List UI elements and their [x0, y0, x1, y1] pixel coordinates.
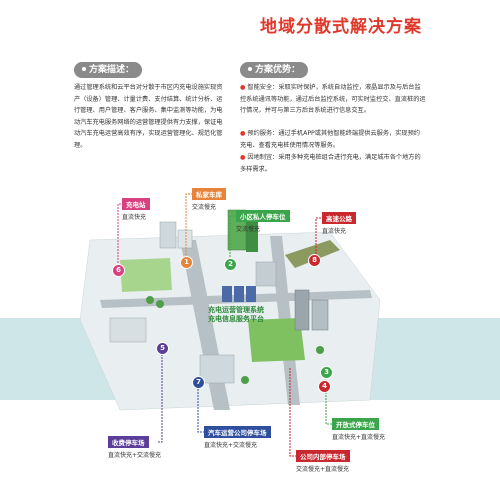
leader-line [289, 368, 296, 457]
marker-6[interactable]: 6 [112, 264, 125, 277]
building [199, 354, 235, 384]
callout-paid-parking: 收费停车场 直流快充+交流慢充 [108, 436, 161, 459]
advantage-text: 因地制宜：采用多种充电桩组合进行充电，满足城市各个地方的多样需求。 [240, 154, 421, 173]
callout-sub: 直流快充 [322, 228, 347, 235]
marker-2[interactable]: 2 [224, 258, 237, 271]
section-label-advantages: 方案优势： [240, 62, 309, 78]
callout-tag: 公司内部停车场 [296, 450, 350, 462]
marker-8[interactable]: 8 [308, 254, 321, 267]
marker-5[interactable]: 5 [156, 342, 169, 355]
callout-tag: 开放式停车位 [332, 418, 379, 430]
callout-sub: 直流快充+直流慢充 [332, 434, 386, 441]
marker-4[interactable]: 4 [318, 380, 331, 393]
bullet-dot-icon [248, 67, 252, 71]
callout-tag: 小区私人停车位 [236, 210, 290, 222]
advantage-item-1: ●智能安全：采取实时保护，系统自动监控，液晶显示及与后台监控系统通讯等功能，通过… [240, 82, 426, 117]
callout-fleet-parking: 汽车运营公司停车场 直流快充+交流慢充 [204, 426, 271, 449]
building [255, 261, 277, 287]
platform-label: 充电运营管理系统 充电信息服务平台 [196, 306, 276, 324]
tree [316, 346, 324, 354]
leader-line [158, 348, 163, 443]
grass-area [248, 318, 305, 362]
callout-tag: 充电站 [122, 198, 150, 210]
callout-sub: 直流快充 [122, 214, 147, 221]
advantage-item-3: ●因地制宜：采用多种充电桩组合进行充电，满足城市各个地方的多样需求。 [240, 152, 426, 175]
callout-tag: 汽车运营公司停车场 [204, 426, 271, 438]
callout-charging-station: 充电站 直流快充 [122, 198, 150, 221]
callout-sub: 交流慢充+直流慢充 [296, 466, 350, 473]
server-icon [222, 286, 232, 302]
callout-community-parking: 小区私人停车位 交流慢充 [236, 210, 290, 233]
marker-3[interactable]: 3 [320, 366, 333, 379]
bullet-icon: ● [240, 130, 246, 137]
callout-highway: 高速公路 直流快充 [322, 212, 356, 235]
server-icon [234, 286, 244, 302]
grass-area [120, 258, 172, 292]
platform-line-1: 充电运营管理系统 [208, 306, 264, 314]
callout-sub: 交流慢充 [192, 204, 217, 211]
callout-sub: 直流快充+交流慢充 [204, 442, 258, 449]
leader-line [197, 380, 204, 433]
advantage-text: 智能安全：采取实时保护，系统自动监控，液晶显示及与后台监控系统通讯等功能，通过后… [240, 84, 426, 114]
marker-7[interactable]: 7 [192, 376, 205, 389]
callout-open-parking: 开放式停车位 直流快充+直流慢充 [332, 418, 385, 441]
bullet-icon: ● [240, 154, 246, 161]
callout-company-parking: 公司内部停车场 交流慢充+直流慢充 [296, 450, 350, 473]
building [109, 317, 147, 343]
page-title: 地域分散式解决方案 [260, 17, 422, 37]
leader-line [185, 193, 192, 258]
callout-sub: 交流慢充 [236, 226, 261, 233]
server-icon [246, 286, 256, 302]
advantage-text: 预约服务：通过手机APP或其他智能终端提供云服务，实现预约充电、查看充电桩使用情… [240, 130, 420, 149]
platform-line-2: 充电信息服务平台 [208, 315, 264, 323]
marker-1[interactable]: 1 [180, 256, 193, 269]
bullet-dot-icon [82, 67, 86, 71]
building [159, 221, 177, 249]
building [294, 289, 310, 331]
leader-line [229, 215, 236, 260]
callout-tag: 高速公路 [322, 212, 356, 224]
section-label-description: 方案描述： [74, 62, 143, 78]
building [177, 229, 193, 249]
tree [156, 300, 164, 308]
callout-sub: 直流快充+交流慢充 [108, 452, 162, 459]
callout-tag: 收费停车场 [108, 436, 149, 448]
advantage-item-2: ●预约服务：通过手机APP或其他智能终端提供云服务，实现预约充电、查看充电桩使用… [240, 128, 426, 151]
callout-tag: 私家车库 [192, 188, 226, 200]
leader-line [117, 203, 122, 266]
building [311, 299, 329, 331]
description-text: 通过管理系统和云平台对分散于市区内充电设施实现资产（设备）管理、计量计费、支付结… [74, 84, 223, 149]
section-label-text: 方案描述： [89, 65, 135, 75]
tree [146, 296, 154, 304]
tree [241, 376, 249, 384]
bullet-icon: ● [240, 84, 246, 91]
leader-line [315, 217, 322, 260]
building [246, 222, 258, 252]
callout-private-garage: 私家车库 交流慢充 [192, 188, 226, 211]
section-label-text: 方案优势： [255, 65, 301, 75]
